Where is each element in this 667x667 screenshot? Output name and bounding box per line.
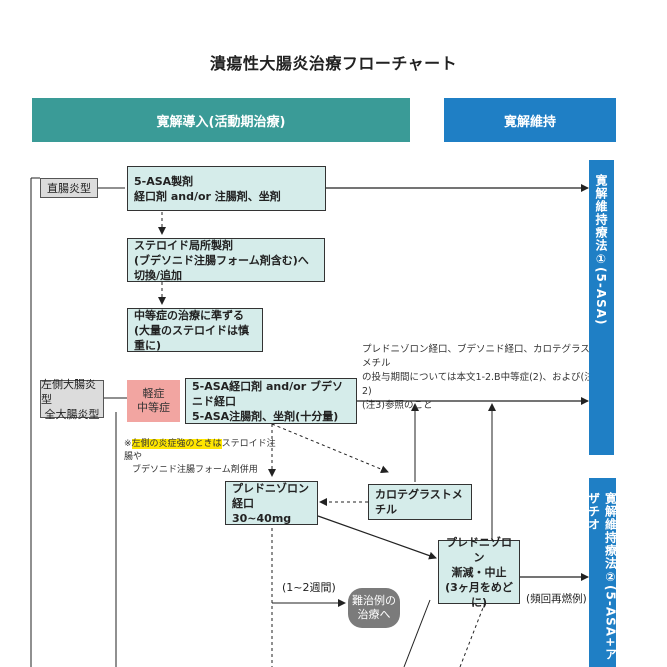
duration-note-1: プレドニゾロン経口、ブデソニド経口、カロテグラストメチル — [362, 344, 600, 369]
taper-line1: プレドニゾロン — [446, 535, 512, 564]
induction-banner: 寛解導入(活動期治療) — [32, 98, 410, 142]
steroid-local-box: ステロイド局所製剤 (ブデソニド注腸フォーム剤含む)へ切換/追加 — [127, 238, 325, 282]
duration-note: プレドニゾロン経口、ブデソニド経口、カロテグラストメチル の投与期間については本… — [362, 343, 602, 413]
lower-solid-line — [403, 599, 431, 667]
refractory-pill: 難治例の 治療へ — [348, 588, 400, 628]
rectal-type-label: 直腸炎型 — [40, 178, 98, 198]
severe-note-rest: ステロイド注腸や — [124, 439, 276, 462]
pred-to-taper-arrow — [317, 515, 437, 560]
carotegrast-box: カロテグラストメチル — [368, 484, 472, 520]
pred-line1: プレドニゾロン経口 — [232, 481, 309, 510]
pred-line2: 30~40mg — [232, 511, 292, 525]
asa-rectal-line1: 5-ASA製剤 — [134, 174, 194, 188]
relapse-note: (頻回再燃例) — [526, 593, 587, 605]
taper-box: プレドニゾロン 漸減・中止 (3ヶ月をめどに) — [438, 536, 520, 609]
moderate-box: 中等症の治療に準ずる (大量のステロイドは慎重に) — [127, 308, 263, 352]
asa-leftside-line1: 5-ASA経口剤 and/or ブデソニド経口 — [192, 379, 343, 408]
steroid-local-line2: (ブデソニド注腸フォーム剤含む)へ切換/追加 — [134, 253, 309, 282]
maintenance-therapy-1-bar: 寛解維持療法①(5-ASA) — [589, 160, 614, 455]
severe-note-highlight: 左側の炎症強のときは — [131, 439, 222, 449]
refractory-line1: 難治例の — [352, 594, 396, 607]
carote-label: カロテグラストメチル — [375, 488, 463, 516]
page-title: 潰瘍性大腸炎治療フローチャート — [209, 54, 458, 73]
prednisolone-box: プレドニゾロン経口 30~40mg — [225, 481, 318, 525]
severe-note: ※左側の炎症強のときはステロイド注腸や ブデソニド注腸フォーム剤併用 — [124, 438, 284, 477]
severity-mild: 軽症 — [142, 387, 165, 400]
severity-badge: 軽症 中等症 — [127, 380, 180, 422]
asa-leftside-line2: 5-ASA注腸剤、坐剤(十分量) — [192, 409, 339, 423]
duration-note-2: の投与期間については本文1-2.B中等症(2)、および(注2) — [362, 372, 594, 397]
asa-rectal-line2: 経口剤 and/or 注腸剤、坐剤 — [134, 189, 281, 203]
taper-line3: (3ヶ月をめどに) — [445, 580, 513, 609]
asa-to-carote-arrow — [271, 423, 389, 474]
steroid-local-line1: ステロイド局所製剤 — [134, 238, 233, 252]
severity-moderate: 中等症 — [137, 401, 170, 414]
duration-note-3: (注3)参照のこと — [362, 400, 433, 411]
leftside-type-1: 左側大腸炎型 — [41, 377, 96, 406]
leftside-type-label: 左側大腸炎型 全大腸炎型 — [40, 377, 104, 421]
maintenance-therapy-2-bar: 寛解維持療法②(5-ASA+アザチオ — [587, 478, 618, 667]
taper-line2: 漸減・中止 — [451, 565, 507, 579]
asa-leftside-box: 5-ASA経口剤 and/or ブデソニド経口 5-ASA注腸剤、坐剤(十分量) — [185, 378, 357, 424]
moderate-line1: 中等症の治療に準ずる — [134, 308, 244, 322]
moderate-line2: (大量のステロイドは慎重に) — [134, 323, 250, 352]
refractory-line2: 治療へ — [357, 608, 391, 621]
severe-note-line2: ブデソニド注腸フォーム剤併用 — [132, 465, 258, 475]
leftside-type-2: 全大腸炎型 — [44, 407, 100, 421]
lower-dashed-line — [459, 599, 487, 667]
weeks-note: (1~2週間) — [282, 581, 336, 594]
severe-note-mark: ※ — [124, 439, 132, 449]
maintenance-banner: 寛解維持 — [444, 98, 616, 142]
asa-rectal-box: 5-ASA製剤 経口剤 and/or 注腸剤、坐剤 — [127, 166, 326, 211]
